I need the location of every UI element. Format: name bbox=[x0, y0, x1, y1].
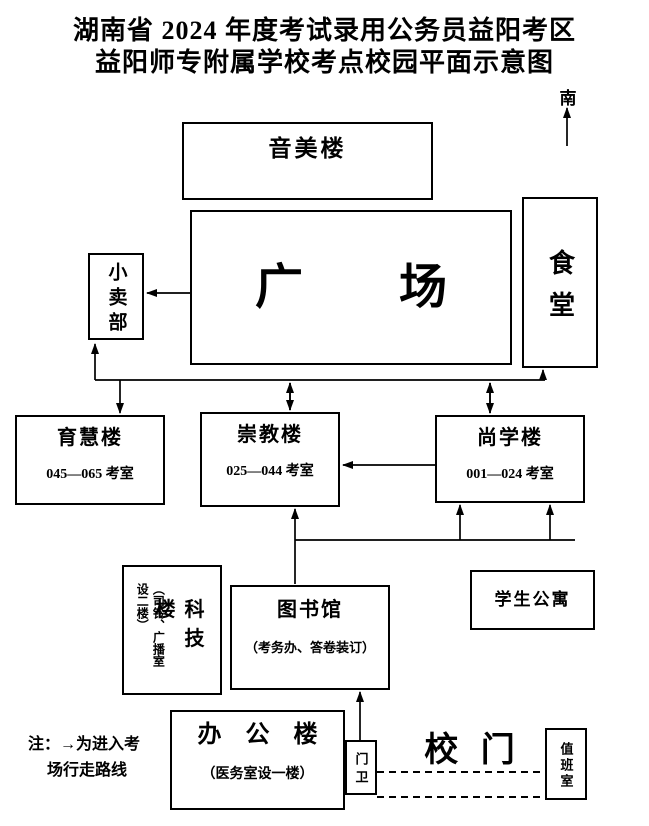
building-chongjiaolou: 崇教楼 025—044 考室 bbox=[200, 412, 340, 507]
building-label: 广 场 bbox=[254, 260, 447, 314]
school-gate-label: 校 门 bbox=[424, 732, 522, 769]
building-note: （考务办、答卷装订） bbox=[244, 640, 375, 655]
building-zhibanshi: 值班室 bbox=[545, 728, 587, 800]
building-label: 音美楼 bbox=[268, 136, 347, 161]
building-label: 门卫 bbox=[353, 752, 369, 788]
exam-rooms-label: 001—024 考室 bbox=[466, 467, 554, 482]
building-label: 科技楼 bbox=[152, 598, 203, 657]
map-title-line1: 湖南省 2024 年度考试录用公务员益阳考区 bbox=[72, 16, 576, 45]
building-label: 小卖部 bbox=[105, 262, 127, 337]
building-label: 尚学楼 bbox=[477, 427, 543, 449]
building-label: 图书馆 bbox=[277, 599, 343, 621]
building-label: 崇教楼 bbox=[237, 424, 303, 446]
building-note: （司铃、广播室设二楼） bbox=[135, 583, 166, 667]
route-legend: 注：→为进入考 场行走路线 bbox=[28, 732, 140, 784]
building-label: 值班室 bbox=[558, 741, 574, 790]
route-legend-line2: 场行走路线 bbox=[47, 762, 128, 779]
building-guangchang: 广 场 bbox=[190, 210, 512, 365]
exam-rooms-label: 025—044 考室 bbox=[226, 464, 314, 479]
building-label: 办 公 楼 bbox=[197, 722, 318, 748]
building-yuhuilou: 育慧楼 045—065 考室 bbox=[15, 415, 165, 505]
building-bangonglou: 办 公 楼 （医务室设一楼） bbox=[170, 710, 345, 810]
route-legend-line1: 注：→为进入考 bbox=[28, 736, 141, 753]
building-note: （医务室设一楼） bbox=[201, 766, 314, 782]
building-shangxuelou: 尚学楼 001—024 考室 bbox=[435, 415, 585, 503]
building-tushuguan: 图书馆 （考务办、答卷装订） bbox=[230, 585, 390, 690]
building-kejilou: 科技楼 （司铃、广播室设二楼） bbox=[122, 565, 222, 695]
compass-south-label: 南 bbox=[559, 89, 577, 108]
building-shitang: 食堂 bbox=[522, 197, 598, 368]
building-label: 育慧楼 bbox=[57, 427, 123, 449]
building-xiaomaibu: 小卖部 bbox=[88, 253, 144, 340]
building-yinmeilou: 音美楼 bbox=[182, 122, 433, 200]
building-xueshenggongyu: 学生公寓 bbox=[470, 570, 595, 630]
exam-rooms-label: 045—065 考室 bbox=[46, 467, 134, 482]
building-menwei: 门卫 bbox=[345, 740, 377, 795]
building-label: 学生公寓 bbox=[494, 590, 571, 610]
building-label: 食堂 bbox=[545, 248, 575, 333]
map-title-line2: 益阳师专附属学校考点校园平面示意图 bbox=[94, 48, 554, 77]
